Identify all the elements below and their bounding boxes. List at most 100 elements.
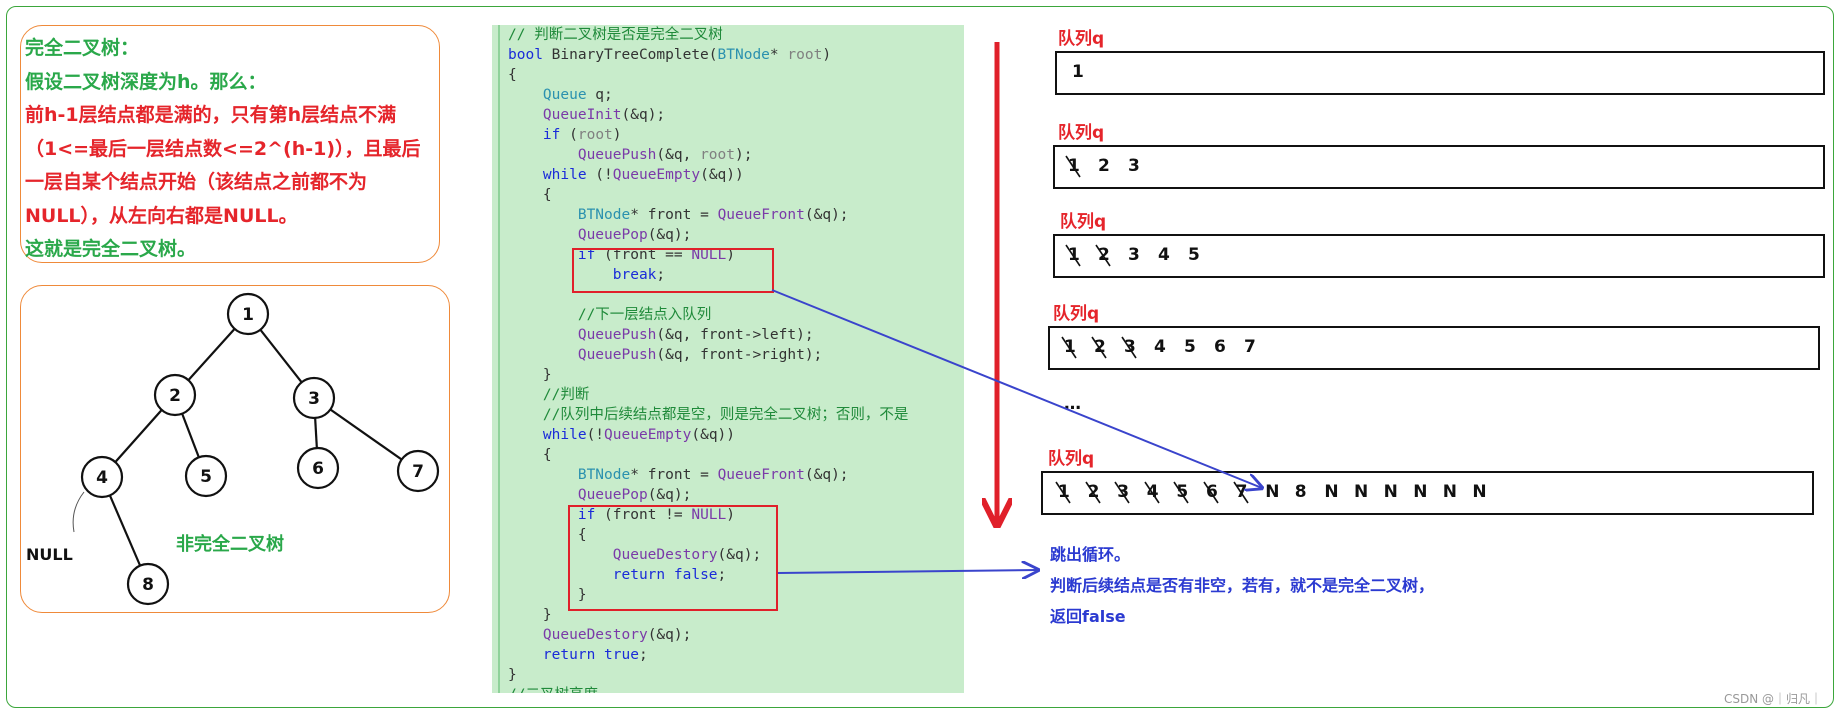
code-token: (&q); xyxy=(717,547,762,563)
strike-mark xyxy=(1203,481,1219,504)
queue-item: N xyxy=(1442,482,1458,502)
definition-line: NULL），从左向右都是NULL。 xyxy=(25,204,298,227)
tree-node xyxy=(296,446,340,490)
code-token: * xyxy=(630,207,648,223)
definition-line: 一层自某个结点开始（该结点之前都不为 xyxy=(25,171,368,193)
code-line: QueuePop(&q); xyxy=(508,485,908,505)
strike-line xyxy=(1114,481,1130,504)
note-line-3: 返回false xyxy=(1050,607,1126,626)
code-token: } xyxy=(508,607,552,623)
code-token: QueueDestory xyxy=(542,627,648,643)
strike-line xyxy=(1121,336,1137,359)
queue-item-dequeued: 2 xyxy=(1087,482,1100,502)
tree-node xyxy=(226,292,270,336)
code-token: ) xyxy=(612,127,622,143)
outer-frame xyxy=(6,6,1834,708)
code-line: QueueDestory(&q); xyxy=(508,625,908,645)
queue-item-dequeued: 3 xyxy=(1117,482,1130,502)
queue-label: 队列q xyxy=(1058,29,1105,49)
code-token: ) xyxy=(726,507,735,523)
code-token: (&q, xyxy=(656,147,701,163)
code-gutter xyxy=(498,25,500,693)
code-token: ); xyxy=(735,147,753,163)
strike-mark xyxy=(1065,155,1081,178)
code-token: if xyxy=(542,127,561,143)
code-token: root xyxy=(700,147,735,163)
code-token: ; xyxy=(638,647,648,663)
queue-item: N xyxy=(1265,482,1280,502)
code-line: if (front == NULL) xyxy=(508,245,908,265)
code-token: (front != xyxy=(595,507,692,523)
code-token: } xyxy=(508,667,517,683)
definition-line: 这就是完全二叉树。 xyxy=(25,238,197,260)
strike-mark xyxy=(1144,481,1160,504)
code-token: (&q)) xyxy=(700,167,744,183)
code-token: (front == xyxy=(595,247,692,263)
code-line: if (root) xyxy=(508,125,908,145)
code-token: QueueEmpty xyxy=(612,167,701,183)
queue-label: 队列q xyxy=(1048,449,1095,469)
definition-box: 完全二叉树：假设二叉树深度为h。那么：前h-1层结点都是满的，只有第h层结点不满… xyxy=(20,25,440,263)
code-token: (&q)) xyxy=(691,427,736,443)
queue-item-dequeued: 1 xyxy=(1064,337,1076,357)
code-token: // 判断二叉树是否是完全二叉树 xyxy=(508,27,723,43)
code-line: while(!QueueEmpty(&q)) xyxy=(508,425,908,445)
tree-box xyxy=(20,285,450,613)
queue-item-dequeued: 3 xyxy=(1124,337,1136,357)
code-line: } xyxy=(508,605,908,625)
code-token: = xyxy=(691,207,718,223)
definition-line: （1<=最后一层结点数<=2^(h-1)），且最后 xyxy=(25,137,421,160)
code-line: return false; xyxy=(508,565,908,585)
queue-item: 4 xyxy=(1158,245,1170,265)
null-pointer-line xyxy=(72,491,85,533)
code-token: q; xyxy=(586,87,613,103)
code-token: while xyxy=(542,427,587,443)
code-token: { xyxy=(508,67,517,83)
code-token: //判断 xyxy=(542,387,590,403)
tree-node xyxy=(396,449,440,493)
queue-item-dequeued: 5 xyxy=(1176,482,1189,502)
code-token: true xyxy=(604,647,639,663)
strike-mark xyxy=(1173,481,1190,504)
queue-item: 8 xyxy=(1294,482,1307,502)
code-line: //下一层结点入队列 xyxy=(508,305,908,325)
code-token: QueueInit xyxy=(542,107,622,123)
code-token: * xyxy=(769,47,788,63)
strike-mark xyxy=(1095,244,1111,267)
code-token: (&q); xyxy=(804,207,849,223)
strike-mark xyxy=(1091,336,1107,359)
strike-line xyxy=(1144,481,1160,504)
code-token: //队列中后续结点都是空，则是完全二叉树；否则，不是 xyxy=(542,407,909,423)
queue-box xyxy=(1053,234,1825,278)
queue-item: 5 xyxy=(1184,337,1196,357)
code-token: root xyxy=(577,127,613,143)
tree-caption: 非完全二叉树 xyxy=(176,533,284,555)
queue-item: 3 xyxy=(1128,245,1140,265)
code-token: ( xyxy=(560,127,578,143)
queue-item: 5 xyxy=(1188,245,1200,265)
queue-item: 6 xyxy=(1214,337,1226,357)
tree-node xyxy=(184,454,228,498)
code-token: = xyxy=(691,467,718,483)
code-token: ( xyxy=(708,47,718,63)
code-line: //队列中后续结点都是空，则是完全二叉树；否则，不是 xyxy=(508,405,908,425)
queue-item: 3 xyxy=(1128,156,1140,176)
tree-node xyxy=(126,562,170,606)
code-token: QueueFront xyxy=(717,467,805,483)
code-token: if xyxy=(577,507,596,523)
code-token: BTNode xyxy=(577,207,631,223)
code-line: BTNode* front = QueueFront(&q); xyxy=(508,205,908,225)
code-line: return true; xyxy=(508,645,908,665)
code-token: ) xyxy=(726,247,735,263)
queue-item: N xyxy=(1413,482,1428,502)
note-line-2: 判断后续结点是否有非空，若有，就不是完全二叉树， xyxy=(1050,576,1435,595)
queue-box xyxy=(1048,326,1820,370)
code-token: bool xyxy=(508,47,552,63)
break-highlight-box xyxy=(572,248,774,293)
code-line: { xyxy=(508,525,908,545)
code-line: } xyxy=(508,665,908,685)
code-token: } xyxy=(508,367,552,383)
